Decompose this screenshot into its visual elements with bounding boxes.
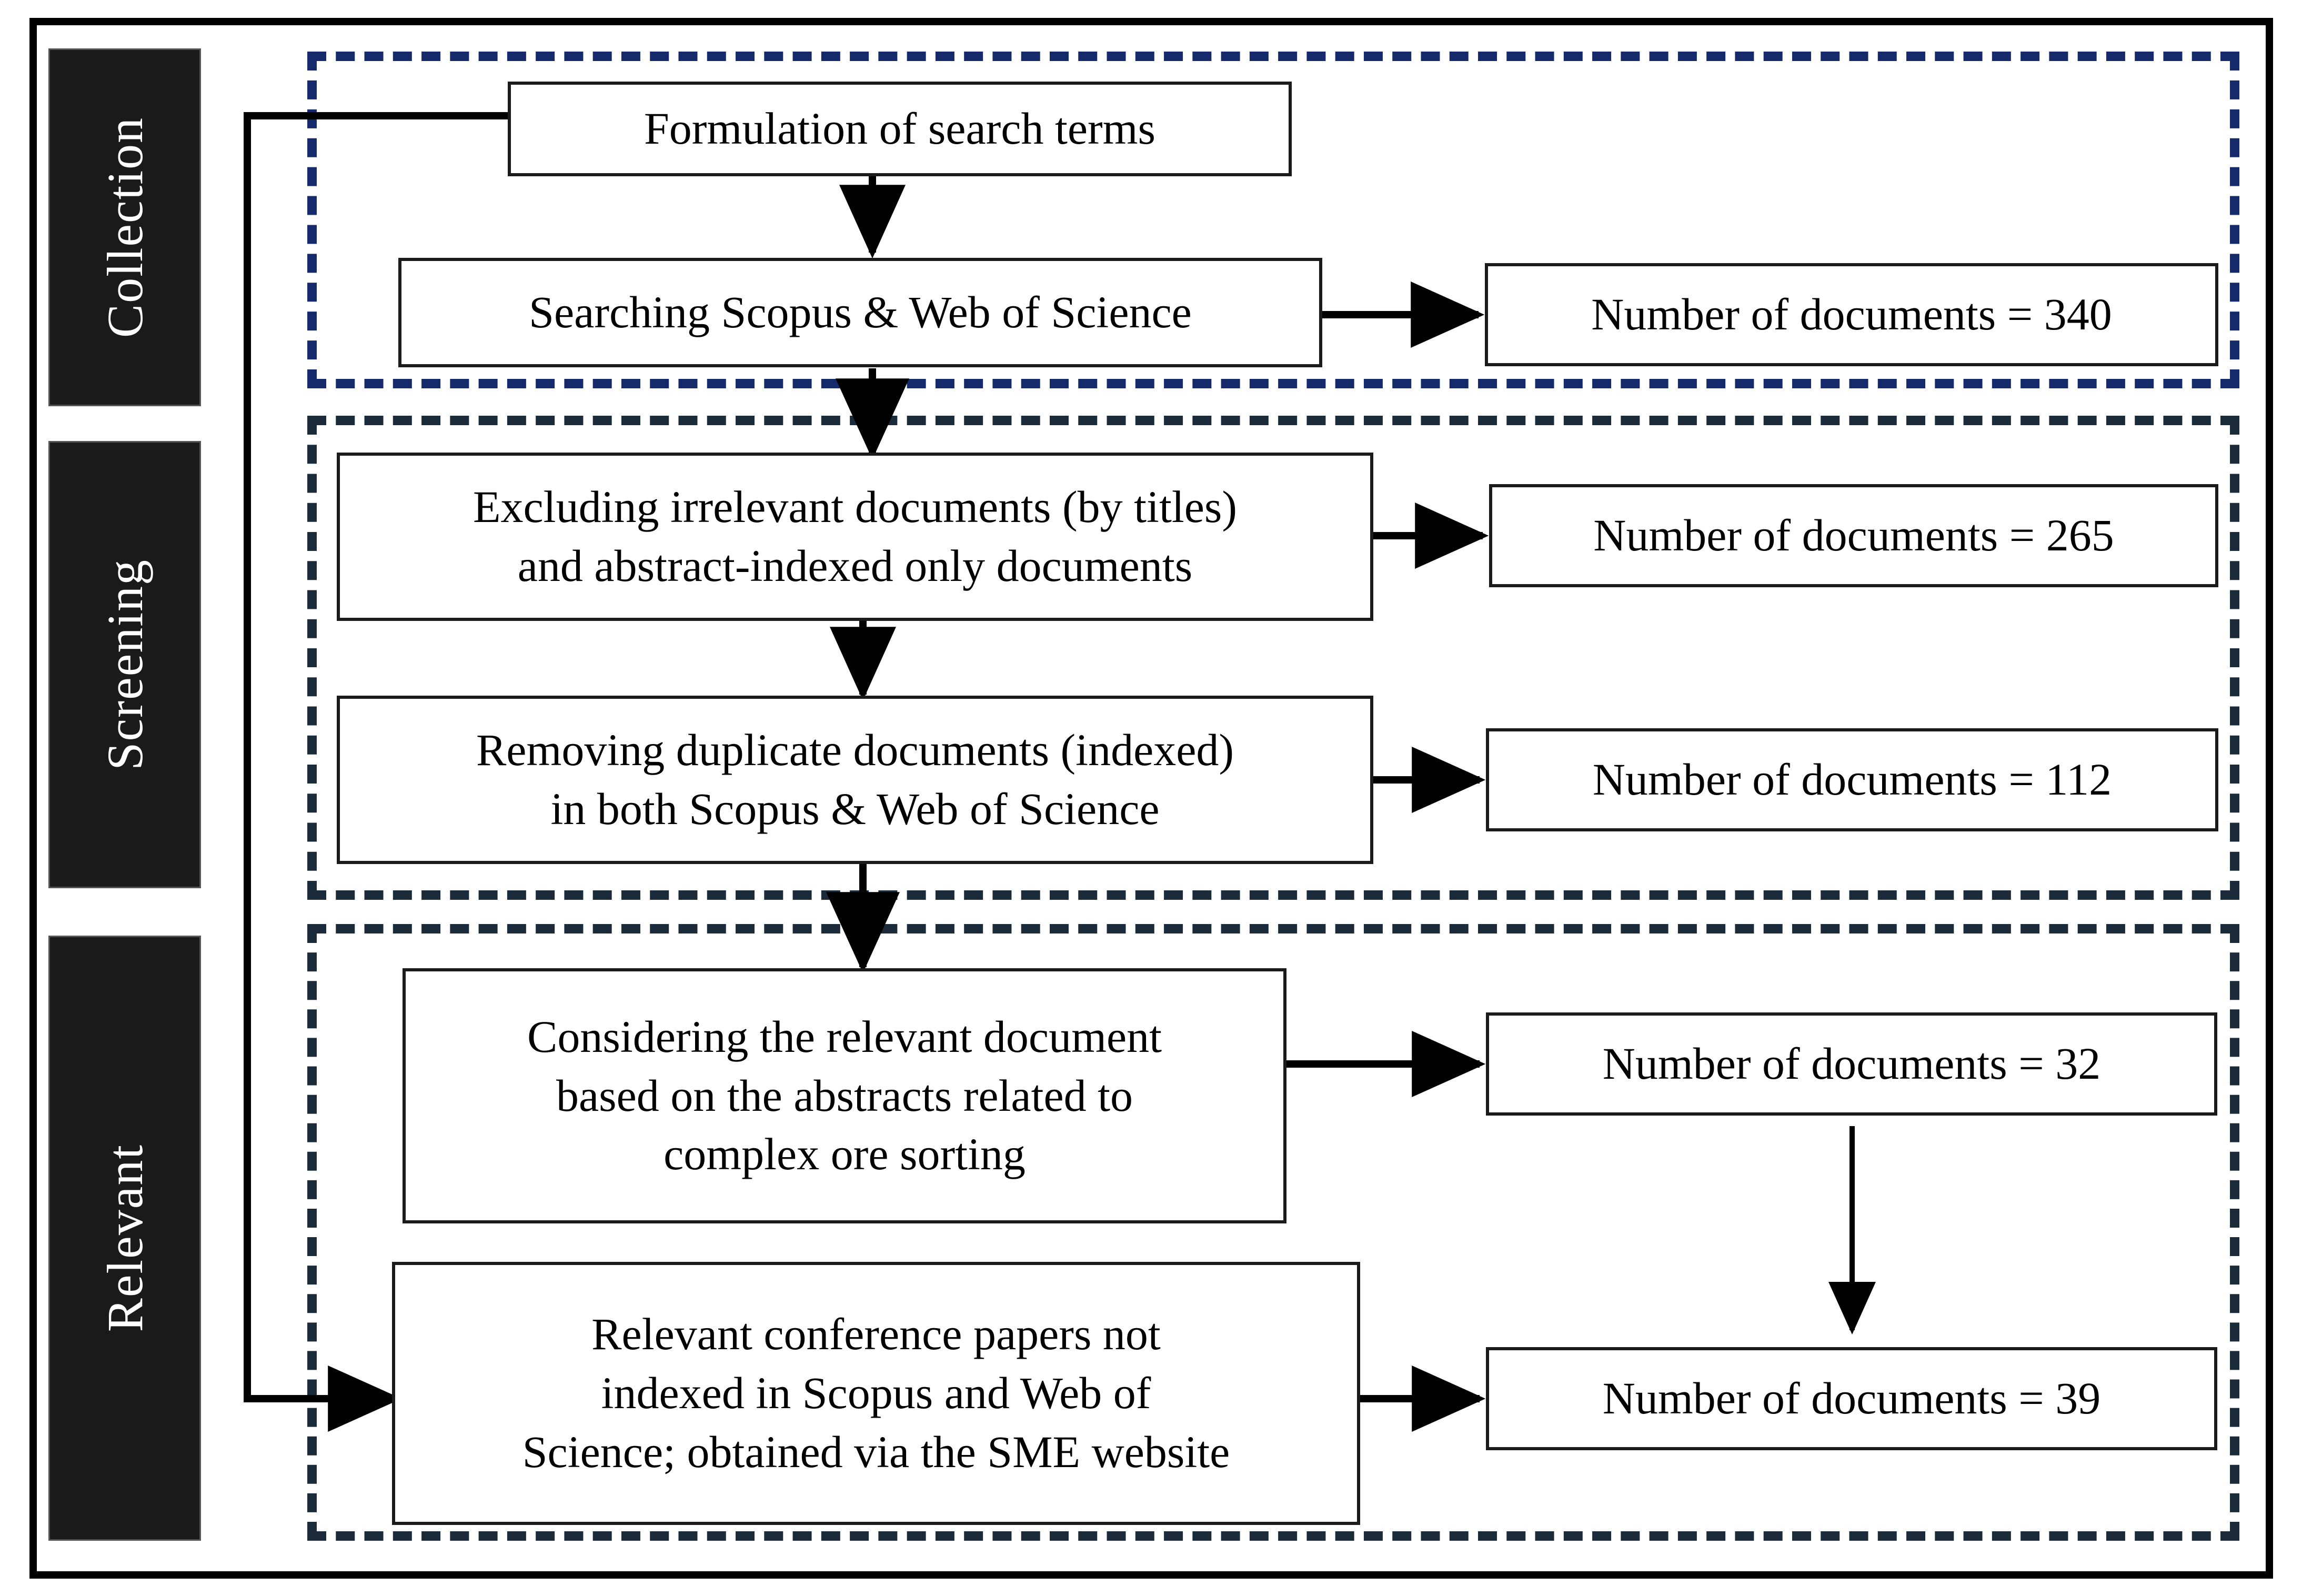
process-box-conference-line3: Science; obtained via the SME website [522,1426,1230,1477]
outer-frame [29,18,2273,1579]
result-box-39[interactable]: Number of documents = 39 [1486,1347,2217,1450]
result-box-112-text: Number of documents = 112 [1592,754,2112,805]
process-box-considering-line2: based on the abstracts related to [556,1070,1133,1121]
result-box-39-text: Number of documents = 39 [1602,1373,2101,1424]
collection-dashed-frame [307,52,2239,388]
feedback-loop-formulation-to-conference [244,112,508,1432]
process-box-conference-line2: indexed in Scopus and Web of [601,1368,1151,1419]
process-box-conference-line1: Relevant conference papers not [591,1309,1161,1360]
result-box-340[interactable]: Number of documents = 340 [1485,263,2218,366]
result-box-32-text: Number of documents = 32 [1602,1038,2101,1089]
relevant-dashed-frame [307,924,2239,1541]
process-box-searching[interactable]: Searching Scopus & Web of Science [398,258,1322,367]
result-box-112[interactable]: Number of documents = 112 [1486,728,2218,831]
process-box-removing[interactable]: Removing duplicate documents (indexed) i… [337,696,1373,864]
process-box-considering-line3: complex ore sorting [664,1129,1026,1180]
result-box-265[interactable]: Number of documents = 265 [1489,484,2218,587]
process-box-excluding-line1: Excluding irrelevant documents (by title… [473,481,1238,533]
process-box-conference[interactable]: Relevant conference papers not indexed i… [392,1262,1360,1525]
process-box-removing-line1: Removing duplicate documents (indexed) [476,725,1234,776]
process-box-considering[interactable]: Considering the relevant document based … [403,968,1286,1223]
process-box-searching-line1: Searching Scopus & Web of Science [529,287,1192,338]
result-box-340-text: Number of documents = 340 [1591,289,2112,340]
result-box-265-text: Number of documents = 265 [1593,510,2114,561]
process-box-formulation-line1: Formulation of search terms [644,103,1156,154]
result-box-32[interactable]: Number of documents = 32 [1486,1012,2217,1116]
process-box-formulation[interactable]: Formulation of search terms [508,82,1292,176]
screening-dashed-frame [307,416,2239,900]
process-box-excluding[interactable]: Excluding irrelevant documents (by title… [337,453,1373,621]
stage-label-collection: Collection [48,48,201,406]
stage-label-screening: Screening [48,441,201,888]
process-box-considering-line1: Considering the relevant document [527,1011,1162,1062]
process-box-excluding-line2: and abstract-indexed only documents [517,540,1193,591]
stage-label-relevant: Relevant [48,936,201,1541]
process-box-removing-line2: in both Scopus & Web of Science [550,784,1160,834]
